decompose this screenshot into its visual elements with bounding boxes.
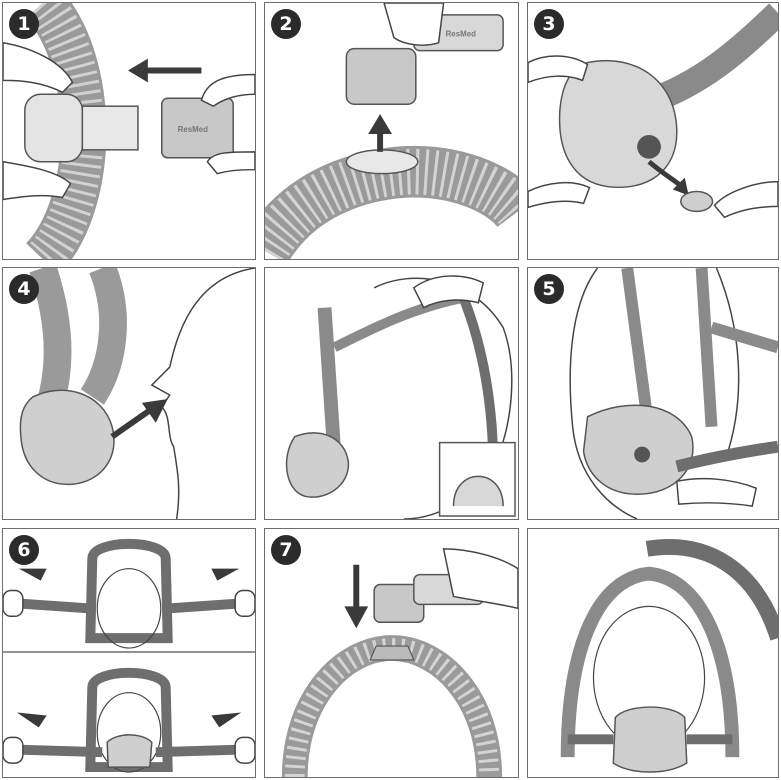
- panel-step-6: 6: [2, 528, 256, 778]
- hand-icon: [412, 275, 485, 309]
- hand-icon: [676, 477, 758, 507]
- reattach-elbow-illustration: [281, 548, 518, 777]
- tube-icon: [265, 145, 518, 259]
- panel-step-1: 1 ResMed: [2, 2, 256, 260]
- step-badge-3: 3: [534, 9, 564, 39]
- panel-step-2: 2 ResMed: [264, 2, 519, 260]
- remove-elbow-illustration: ResMed: [265, 3, 518, 259]
- panel-step-3: 3: [527, 2, 779, 260]
- elbow-port: [81, 105, 139, 151]
- face-outline: [569, 268, 638, 519]
- step-badge-2: 2: [271, 9, 301, 39]
- attach-strap-illustration: [569, 268, 778, 519]
- brand-mark-2: ResMed: [446, 30, 477, 39]
- brand-mark-1: ResMed: [178, 125, 209, 134]
- lower-strap: [675, 440, 778, 473]
- panel-final: [527, 528, 779, 778]
- panel-step-4b: [264, 267, 519, 520]
- place-mask-illustration: [19, 268, 255, 519]
- face-profile: [150, 268, 255, 519]
- hand-icon: [528, 55, 778, 219]
- mask-icon: [612, 706, 688, 773]
- step-badge-1: 1: [9, 9, 39, 39]
- headgear-icon: [281, 635, 503, 777]
- tube-icon: [645, 539, 778, 641]
- headgear-icon: [85, 539, 173, 644]
- elbow-connector: [345, 47, 417, 105]
- disconnect-elbow-illustration: ResMed: [3, 3, 255, 259]
- direction-arrow-icon: [344, 564, 369, 629]
- panel-step-4: 4: [2, 267, 256, 520]
- panel-step-7: 7: [264, 528, 519, 778]
- panel-step-5: 5: [527, 267, 779, 520]
- step-badge-7: 7: [271, 535, 301, 565]
- fitted-mask-illustration: [560, 539, 778, 773]
- headgear-icon: [621, 268, 778, 428]
- mask-icon: [19, 389, 115, 486]
- face-upper: [96, 568, 162, 649]
- mask-icon: [106, 734, 153, 768]
- tube-icon: [642, 3, 778, 115]
- hand-icon: [3, 41, 255, 201]
- face-lower: [96, 692, 162, 773]
- hand-icon: [442, 548, 518, 610]
- step-badge-6: 6: [9, 535, 39, 565]
- direction-arrow-icon: [18, 568, 240, 581]
- remove-vent-illustration: [528, 3, 778, 219]
- swivel-port: [345, 149, 419, 175]
- headgear-icon: [317, 307, 342, 457]
- mask-frame: [24, 93, 84, 163]
- direction-arrow-icon: [368, 114, 392, 152]
- hand-icon: [3, 589, 255, 764]
- direction-arrow-icon: [110, 398, 168, 440]
- adjust-straps-illustration: [3, 539, 255, 773]
- hand-icon: [383, 3, 445, 46]
- direction-arrow-icon: [128, 58, 202, 83]
- elbow-connector: [160, 97, 234, 159]
- step-badge-5: 5: [534, 274, 564, 304]
- mask-icon: [285, 432, 350, 498]
- pull-headgear-illustration: [285, 275, 516, 519]
- step-badge-4: 4: [9, 274, 39, 304]
- headgear-icon: [560, 566, 740, 758]
- vent-part: [680, 190, 714, 213]
